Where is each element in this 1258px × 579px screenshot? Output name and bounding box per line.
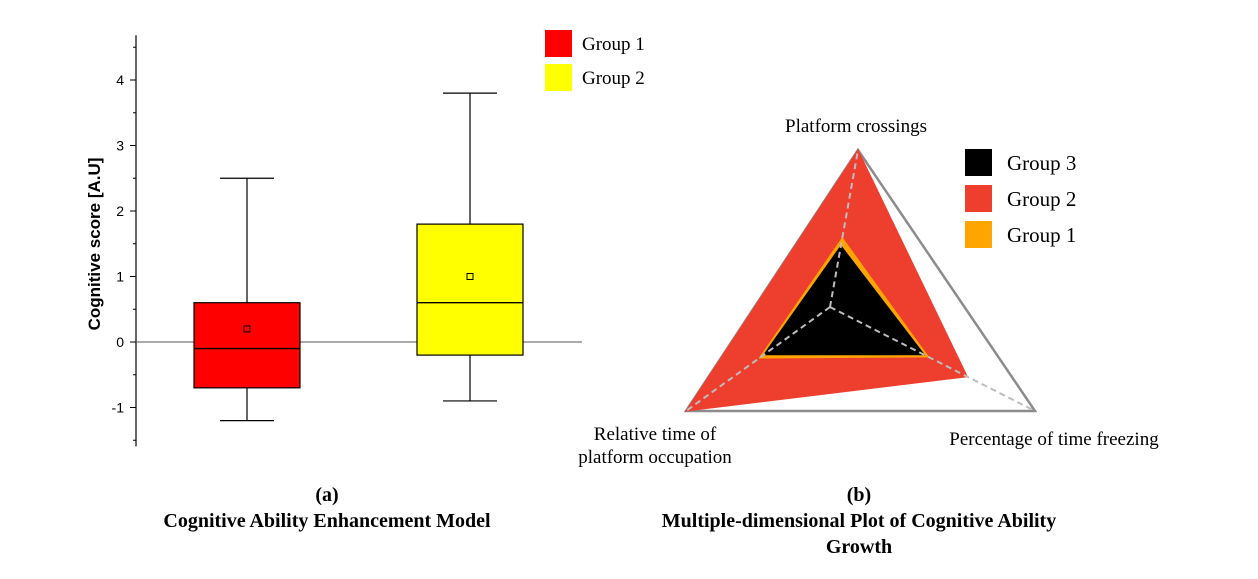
box-y-axis: -1 0 1 2 3 4: [112, 35, 137, 447]
y-tick-label: 2: [116, 203, 124, 219]
radar-legend: Group 3 Group 2 Group 1: [965, 149, 1076, 248]
legend-swatch-group-1: [965, 221, 992, 248]
y-tick-label: 4: [116, 72, 124, 88]
mean-marker: [466, 273, 474, 280]
box-y-axis-label: Cognitive score [A.U]: [85, 158, 104, 331]
radar-spoke: [829, 149, 859, 308]
box-marks: [136, 92, 582, 422]
legend-label-group-1: Group 1: [1007, 223, 1076, 247]
legend-swatch-group-2: [545, 64, 572, 91]
radar-area-group-3: [762, 244, 926, 356]
radar-axis-label: Platform crossings: [785, 116, 927, 137]
y-tick-label: 3: [116, 138, 124, 154]
mean-marker: [243, 325, 251, 333]
box-legend: Group 1 Group 2: [545, 30, 645, 91]
box-iqr: [416, 223, 524, 356]
legend-swatch-group-3: [965, 149, 992, 176]
radar-axis-label-line: platform occupation: [578, 447, 732, 468]
legend-label-group-1: Group 1: [582, 34, 645, 55]
radar-axis-label-line: Relative time of: [594, 424, 717, 445]
caption-b: (b) Multiple-dimensional Plot of Cogniti…: [643, 482, 1075, 560]
legend-swatch-group-1: [545, 30, 572, 57]
legend-label-group-3: Group 3: [1007, 151, 1076, 175]
y-tick-label: -1: [112, 400, 125, 416]
radar-marks: [684, 148, 969, 412]
legend-label-group-2: Group 2: [582, 68, 645, 89]
box-2: [416, 92, 524, 402]
caption-a-title: Cognitive Ability Enhancement Model: [163, 510, 491, 532]
caption-a-label: (a): [315, 484, 339, 506]
radar-axis-label-line: Percentage of time freezing: [949, 429, 1159, 450]
radar-axis-label: Percentage of time freezing: [949, 429, 1159, 450]
radar-spoke: [829, 306, 1036, 412]
radar-axis-label-line: Platform crossings: [785, 116, 927, 137]
y-tick-label: 0: [116, 334, 124, 350]
legend-label-group-2: Group 2: [1007, 187, 1076, 211]
legend-swatch-group-2: [965, 185, 992, 212]
caption-b-title: Multiple-dimensional Plot of Cognitive A…: [661, 510, 1057, 558]
box-1: [193, 177, 301, 422]
caption-a: (a) Cognitive Ability Enhancement Model: [117, 482, 537, 534]
y-tick-label: 1: [116, 269, 124, 285]
box-iqr: [193, 302, 301, 389]
caption-b-label: (b): [846, 484, 872, 506]
radar-spokes: [685, 149, 1036, 412]
